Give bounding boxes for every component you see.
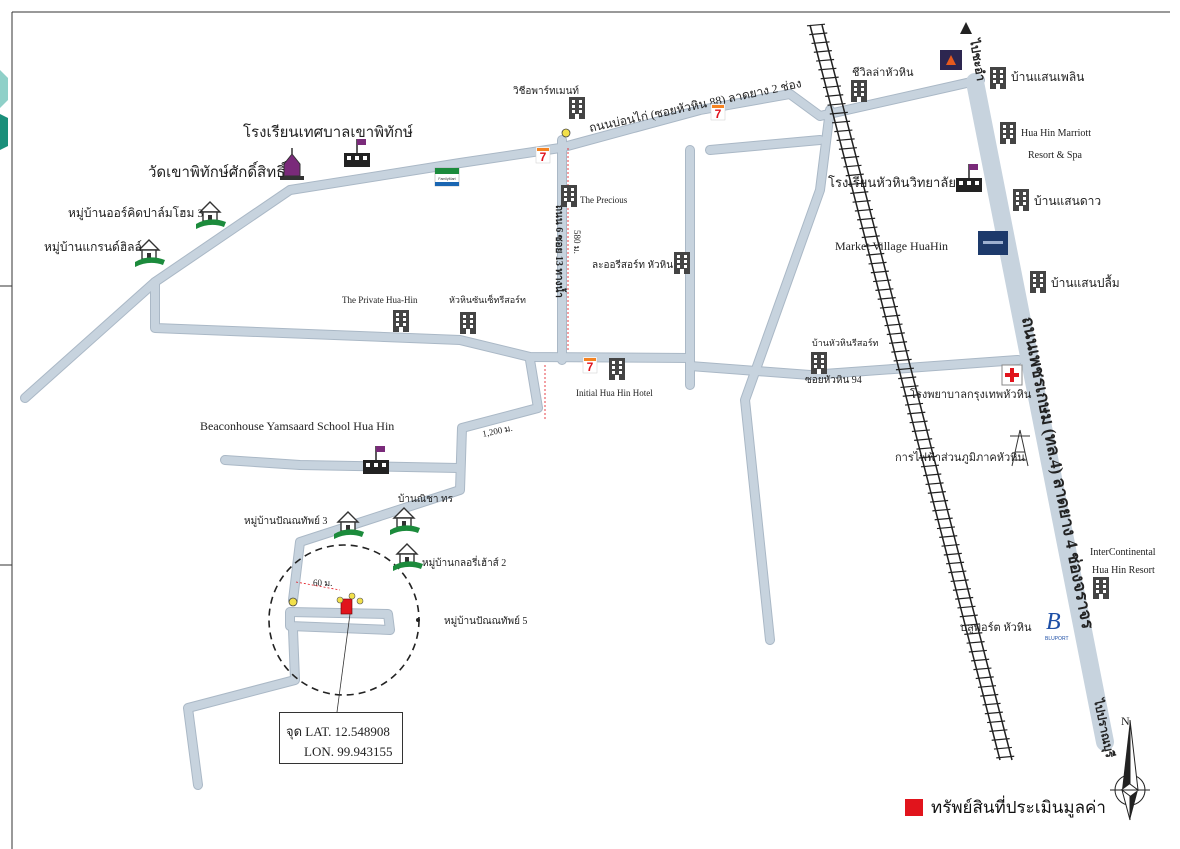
huahin-resort-building-icon [460, 312, 476, 334]
baan-huahin-resort-building-icon [811, 352, 827, 374]
compass-north-label: N [1121, 714, 1130, 728]
subject-area-dot [416, 618, 420, 622]
intercontinental-label-line2: Hua Hin Resort [1092, 565, 1155, 576]
soi-road-label: ซอยหัวหิน 94 [805, 375, 862, 386]
school-huahin-label: โรงเรียนหัวหินวิทยาลัย [828, 175, 956, 190]
la-ora-label: ละออรีสอร์ท หัวหิน [592, 259, 673, 271]
baan-saen-dao-label: บ้านแสนดาว [1034, 194, 1101, 208]
north-direction-arrow [960, 22, 972, 34]
marriott-label-line1: Hua Hin Marriott [1021, 128, 1091, 139]
village-punnap3-label: หมู่บ้านปัณณทัพย์ 3 [244, 515, 327, 527]
wat-khao-pittak-label: วัดเขาพิทักษ์ศักดิ์สิทธิ์ [148, 161, 287, 181]
distance-580-label: 580 ม. [572, 230, 582, 254]
electricity-tower-icon [1010, 429, 1030, 467]
baan-nicha-label: บ้านณิชา ทร [398, 493, 454, 505]
intercontinental-label-line1: InterContinental [1090, 547, 1156, 558]
wisdom-apartment-label: วิชีอพาร์ทเมนท์ [513, 85, 579, 97]
bangkok-hospital-label: โรงพยาบาลกรุงเทพหัวหิน [910, 387, 1032, 401]
latitude-label: จุด LAT. 12.548908 [286, 724, 390, 739]
market-village-label: Market Village HuaHin [835, 239, 948, 253]
distance-60-label: 60 ม. [313, 578, 332, 588]
seven-eleven-junction-icon [535, 146, 551, 165]
school-khao-pittak-icon [343, 138, 371, 168]
intercontinental-building-icon [1093, 577, 1109, 599]
family-mart-label: FamilyMart [438, 177, 455, 181]
baan-huahin-resort-label: บ้านหัวหินรีสอร์ท [812, 337, 879, 348]
coordinate-box: จุด LAT. 12.548908 LON. 99.943155 [279, 712, 403, 764]
initial-hotel-building-icon [609, 358, 625, 380]
bluport-logo-label: BLUPORT [1045, 636, 1069, 642]
private-huahin-label: The Private Hua-Hin [342, 295, 418, 305]
legend-label: ทรัพย์สินที่ประเมินมูลค่า [931, 798, 1106, 817]
la-ora-building-icon [674, 252, 690, 274]
longitude-label: LON. 99.943155 [304, 744, 393, 759]
svg-text:B: B [1046, 609, 1061, 635]
private-huahin-building-icon [393, 310, 409, 332]
baan-saen-ploen-label: บ้านแสนเพลิน [1011, 70, 1084, 84]
marriott-label-line2: Resort & Spa [1028, 150, 1082, 161]
village-glory2-label: หมู่บ้านกลอรี่เฮ้าส์ 2 [422, 555, 506, 569]
baan-saen-dao-building-icon [1013, 189, 1029, 211]
marriott-building-icon [1000, 122, 1016, 144]
village-glory2-icon [392, 543, 424, 572]
the-precious-label: The Precious [580, 195, 628, 205]
school-khao-pittak-label: โรงเรียนเทศบาลเขาพิทักษ์ [243, 123, 413, 141]
bluport-logo-icon: B BLUPORT [1045, 609, 1069, 642]
route-end-pin [288, 597, 298, 607]
village-orchid-label: หมู่บ้านออร์คิดปาล์มโฮม 3 [68, 206, 203, 221]
route-start-pin [561, 128, 571, 138]
top-road-label: ถนนบ่อนไก่ (ซอยหัวหิน 88) ลาดยาง 2 ช่อง [588, 76, 803, 135]
subject-property-marker [336, 592, 364, 615]
village-punnap5-label: หมู่บ้านปัณณทัพย์ 5 [444, 615, 527, 627]
village-grand-label: หมู่บ้านแกรนด์ฮิลล์ [44, 240, 142, 255]
beaconhouse-label: Beaconhouse Yamsaard School Hua Hin [200, 419, 394, 433]
distance-markers [295, 148, 569, 591]
hospital-icon [1001, 364, 1023, 386]
market-village-logo-icon [978, 231, 1008, 255]
baan-saen-ploen-building-icon [990, 67, 1006, 89]
family-mart-icon: FamilyMart [434, 167, 460, 187]
beaconhouse-school-icon [362, 445, 390, 475]
coordinate-pointer-line [336, 613, 351, 713]
temple-icon [280, 148, 304, 180]
huahin-resort-label: หัวหินซันเซ็ทรีสอร์ท [449, 293, 526, 305]
seven-eleven-initial-icon [582, 356, 598, 375]
bluport-label: บลูพอร์ต หัวหิน [960, 621, 1032, 634]
wisdom-apartment-building-icon [569, 97, 585, 119]
baan-saen-plum-label: บ้านแสนปลื้ม [1051, 274, 1120, 290]
main-road-label: ถนนเพชรเกษม (ทล.4) ลาดยาง 4 ช่องจราจร [1018, 315, 1097, 631]
villa-huahin-building-icon [851, 80, 867, 102]
hotel-brand-icon [940, 50, 962, 70]
compass-rose [1110, 719, 1150, 821]
legend-swatch-icon [905, 799, 923, 816]
legend: ทรัพย์สินที่ประเมินมูลค่า [905, 794, 1106, 821]
baan-saen-plum-building-icon [1030, 271, 1046, 293]
school-huahin-icon [955, 163, 983, 193]
map-frame [0, 11, 1170, 849]
initial-hotel-label: Initial Hua Hin Hotel [576, 388, 653, 398]
villa-huahin-label: ชีวิลล่าหัวหิน [852, 66, 914, 79]
the-precious-building-icon [561, 185, 577, 207]
vertical-road-label: ถนน 6 ซอย 13 ทางน้ำ [553, 205, 567, 298]
railway [806, 23, 1015, 761]
electricity-label: การไฟฟ้าส่วนภูมิภาคหัวหิน [895, 451, 1025, 464]
seven-eleven-top-icon [710, 103, 726, 122]
